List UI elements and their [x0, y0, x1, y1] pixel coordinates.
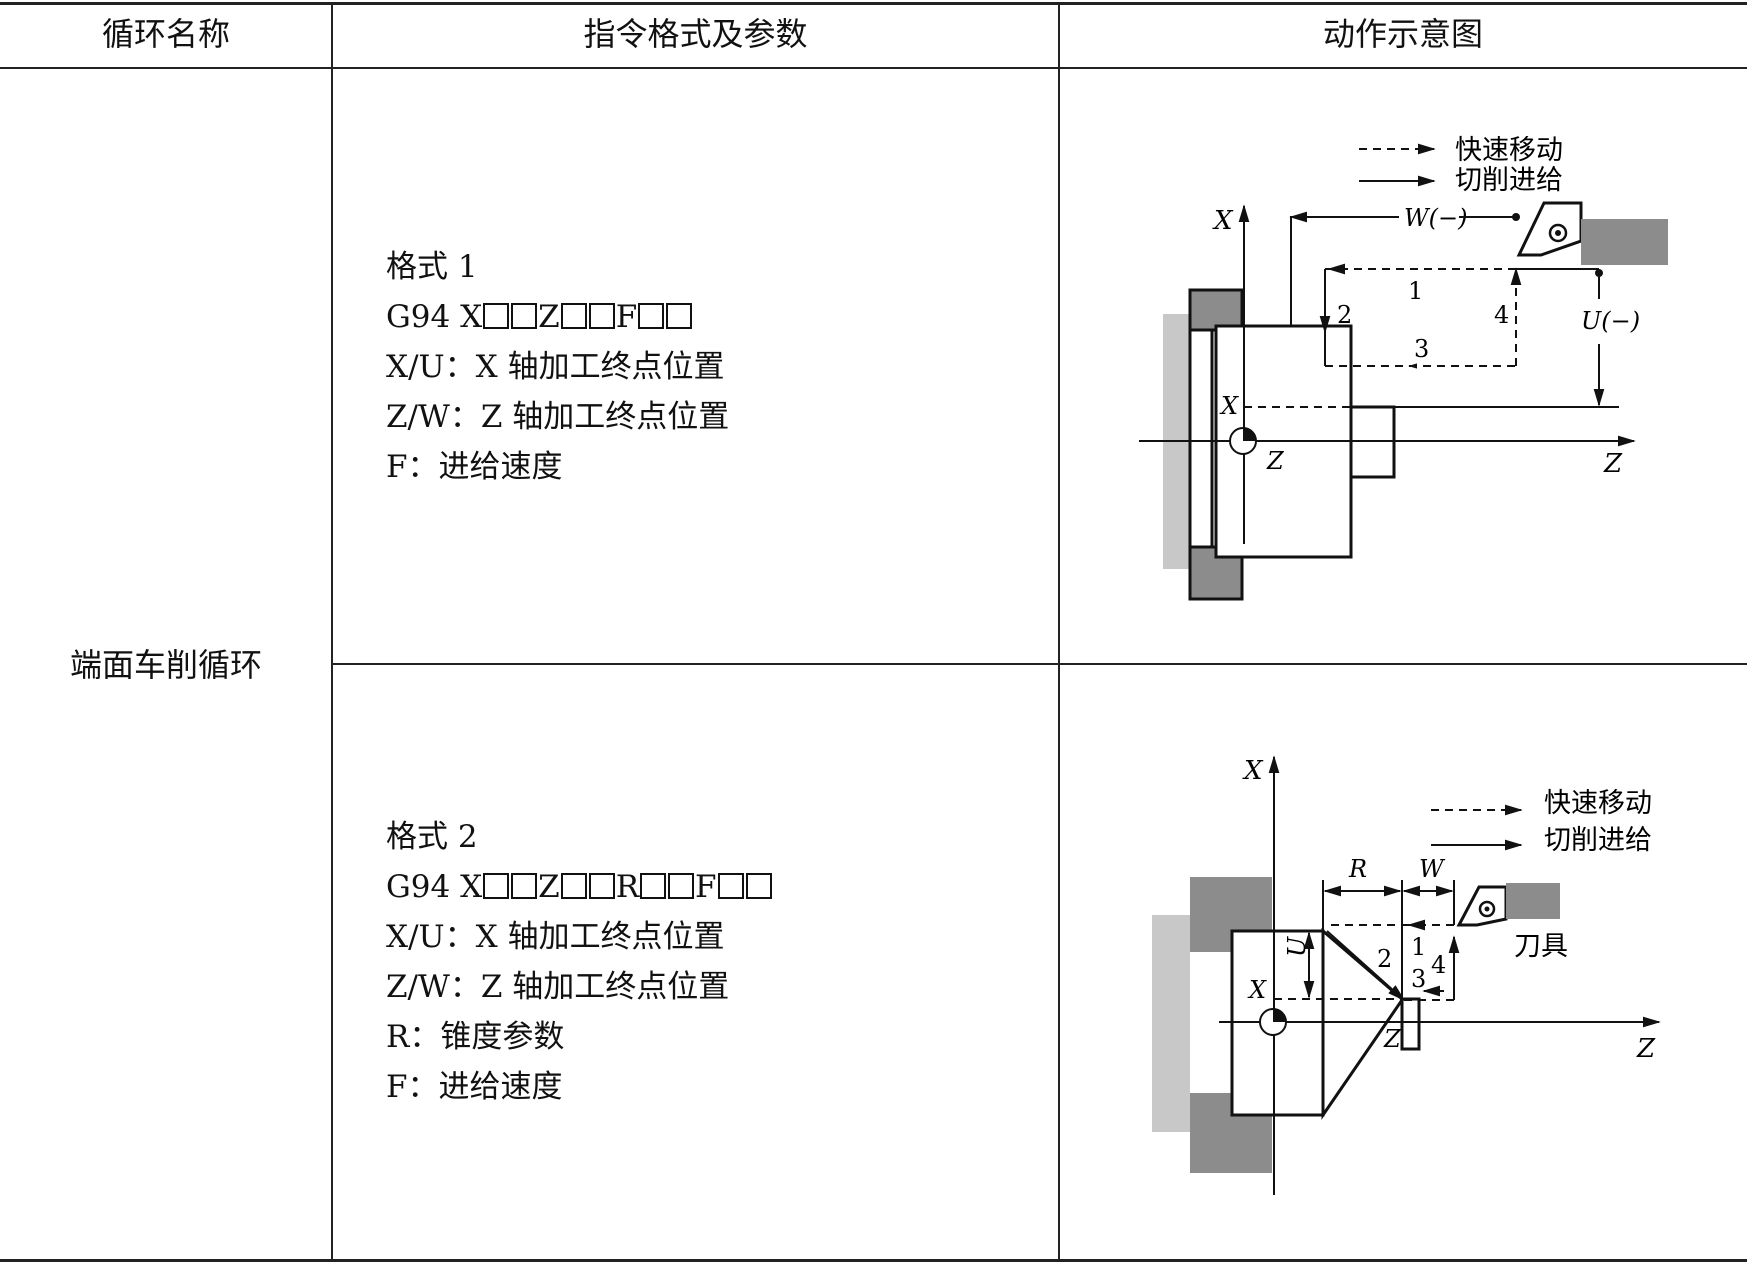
step-1-label: 1 [1408, 277, 1423, 305]
format1-command: G94 X Z F [386, 292, 729, 342]
format2-title: 格式 2 [386, 819, 478, 855]
workpiece-tip [1400, 997, 1421, 1051]
point-x-label: X [1247, 976, 1267, 1004]
step-4-label: 4 [1431, 951, 1446, 979]
legend-rapid-label: 快速移动 [1455, 135, 1563, 166]
format1-title: 格式 1 [386, 249, 478, 285]
step-1-label: 1 [1411, 933, 1426, 961]
x-axis-label: X [1212, 206, 1234, 236]
format2-param-x: X/U：X 轴加工终点位置 [386, 919, 725, 955]
placeholder-box [588, 303, 615, 329]
step-4-label: 4 [1494, 301, 1509, 329]
origin-symbol-fill [1243, 428, 1256, 441]
format1-block: 格式 1 G94 X Z F X/U：X 轴加工终点位置 Z/W：Z 轴加工终点位置… [386, 242, 729, 492]
format2-command: G94 X Z R F [386, 862, 773, 912]
format2-block: 格式 2 G94 X Z R F X/U：X 轴加工终点位置 Z/W：Z 轴加工终点位… [386, 812, 773, 1112]
format2-param-r: R：锥度参数 [386, 1019, 565, 1055]
column-divider-1 [331, 2, 333, 1260]
format1-param-z: Z/W：Z 轴加工终点位置 [386, 399, 730, 435]
table-top-border [0, 2, 1747, 5]
u-dimension-label: U(−) [1581, 307, 1640, 335]
placeholder-box [717, 873, 744, 899]
step-2-label: 2 [1337, 301, 1352, 329]
placeholder-box [588, 873, 615, 899]
header-bottom-border [0, 67, 1747, 69]
diagram2-taper-face-turning: 快速移动 切削进给 X Z X Z R W 刀具 1 2 3 4 U [1152, 755, 1661, 1195]
placeholder-box [511, 303, 538, 329]
placeholder-box [745, 873, 772, 899]
table-bottom-border [0, 1259, 1747, 1262]
format1-cmd-z: Z [538, 299, 560, 335]
format2-cmd-z: Z [538, 869, 560, 905]
tool-screw-center [1484, 906, 1490, 912]
w-dimension-label: W(−) [1404, 204, 1468, 232]
legend-cut-label: 切削进给 [1455, 165, 1563, 196]
point-z-label: Z [1266, 447, 1285, 475]
header-command-format: 指令格式及参数 [583, 15, 808, 53]
tool-holder [1581, 219, 1668, 265]
placeholder-box [560, 303, 587, 329]
format1-cmd-prefix: G94 X [386, 299, 483, 335]
placeholder-box [483, 873, 510, 899]
chuck-jaw-top [1188, 288, 1244, 332]
point-z-label: Z [1383, 1025, 1402, 1053]
step-3-label: 3 [1414, 335, 1429, 363]
x-axis-label: X [1242, 756, 1264, 786]
format1-param-x: X/U：X 轴加工终点位置 [386, 349, 725, 385]
step-3-label: 3 [1411, 965, 1426, 993]
origin-symbol-fill [1273, 1009, 1286, 1022]
point-x-label: X [1219, 392, 1239, 420]
tool-holder [1506, 883, 1560, 919]
w-dimension-label: W [1419, 855, 1446, 883]
cutting-tool-insert [1456, 885, 1508, 927]
legend-rapid-label: 快速移动 [1544, 788, 1652, 819]
tool-screw-center [1555, 230, 1561, 236]
placeholder-box [560, 873, 587, 899]
w-dimension-dot [1512, 213, 1520, 221]
chuck-body [1188, 328, 1214, 549]
header-cycle-name: 循环名称 [101, 15, 230, 53]
format2-param-z: Z/W：Z 轴加工终点位置 [386, 969, 730, 1005]
tool-screw-icon [1548, 223, 1568, 243]
r-dimension-label: R [1348, 855, 1367, 883]
u-dimension-label: U [1283, 936, 1311, 957]
tool-screw-icon [1478, 900, 1496, 918]
placeholder-box [668, 873, 695, 899]
placeholder-box [638, 303, 665, 329]
cycle-name: 端面车削循环 [69, 646, 262, 684]
path-step2 [1326, 930, 1406, 1002]
column-divider-2 [1058, 2, 1060, 1260]
z-axis-label: Z [1636, 1034, 1656, 1064]
format2-cmd-r: R [615, 869, 640, 905]
format1-cmd-f: F [615, 299, 638, 335]
z-axis-label: Z [1603, 449, 1623, 479]
tool-label: 刀具 [1514, 931, 1568, 962]
diagram1-face-turning: 快速移动 切削进给 X Z X Z W(−) 1 2 3 4 U(−) [1139, 135, 1668, 601]
placeholder-box [511, 873, 538, 899]
format2-cmd-f: F [695, 869, 717, 905]
step-2-label: 2 [1377, 945, 1392, 973]
format2-cmd-prefix: G94 X [386, 869, 483, 905]
format1-param-f: F：进给速度 [386, 449, 563, 485]
header-action-diagram: 动作示意图 [1322, 15, 1483, 53]
row-divider [332, 663, 1747, 665]
chuck-back [1152, 915, 1190, 1132]
format2-param-f: F：进给速度 [386, 1069, 563, 1105]
placeholder-box [483, 303, 510, 329]
legend-cut-label: 切削进给 [1544, 825, 1652, 856]
placeholder-box [666, 303, 693, 329]
placeholder-box [640, 873, 667, 899]
